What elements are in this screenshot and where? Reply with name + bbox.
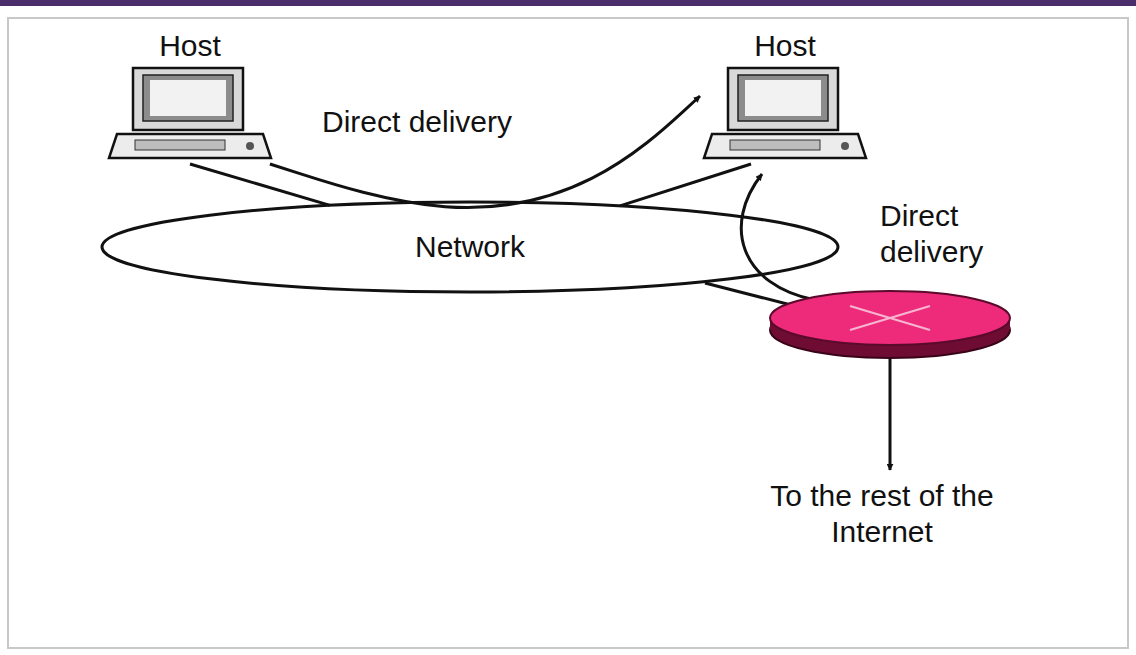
top-band (0, 0, 1136, 6)
frame (8, 18, 1128, 648)
delivery-arrow (741, 174, 815, 300)
router-link (705, 283, 795, 306)
host-computer: Host (700, 28, 870, 164)
internet-label: To the rest of the Internet (762, 478, 1002, 550)
computer-icon (105, 64, 275, 164)
network-label: Network (415, 229, 525, 265)
network-ellipse: Network (100, 200, 840, 294)
router-symbol (770, 291, 1010, 358)
host-label: Host (105, 28, 275, 64)
host-computer: Host (105, 28, 275, 164)
delivery-arrow (270, 96, 700, 207)
network-link (190, 164, 330, 205)
computer-icon (700, 64, 870, 164)
host-label: Host (700, 28, 870, 64)
internet-arrow (889, 348, 892, 470)
network-link (620, 164, 751, 206)
edge-label: Direct delivery (322, 104, 582, 140)
delivery-label: Direct delivery (880, 198, 1070, 270)
